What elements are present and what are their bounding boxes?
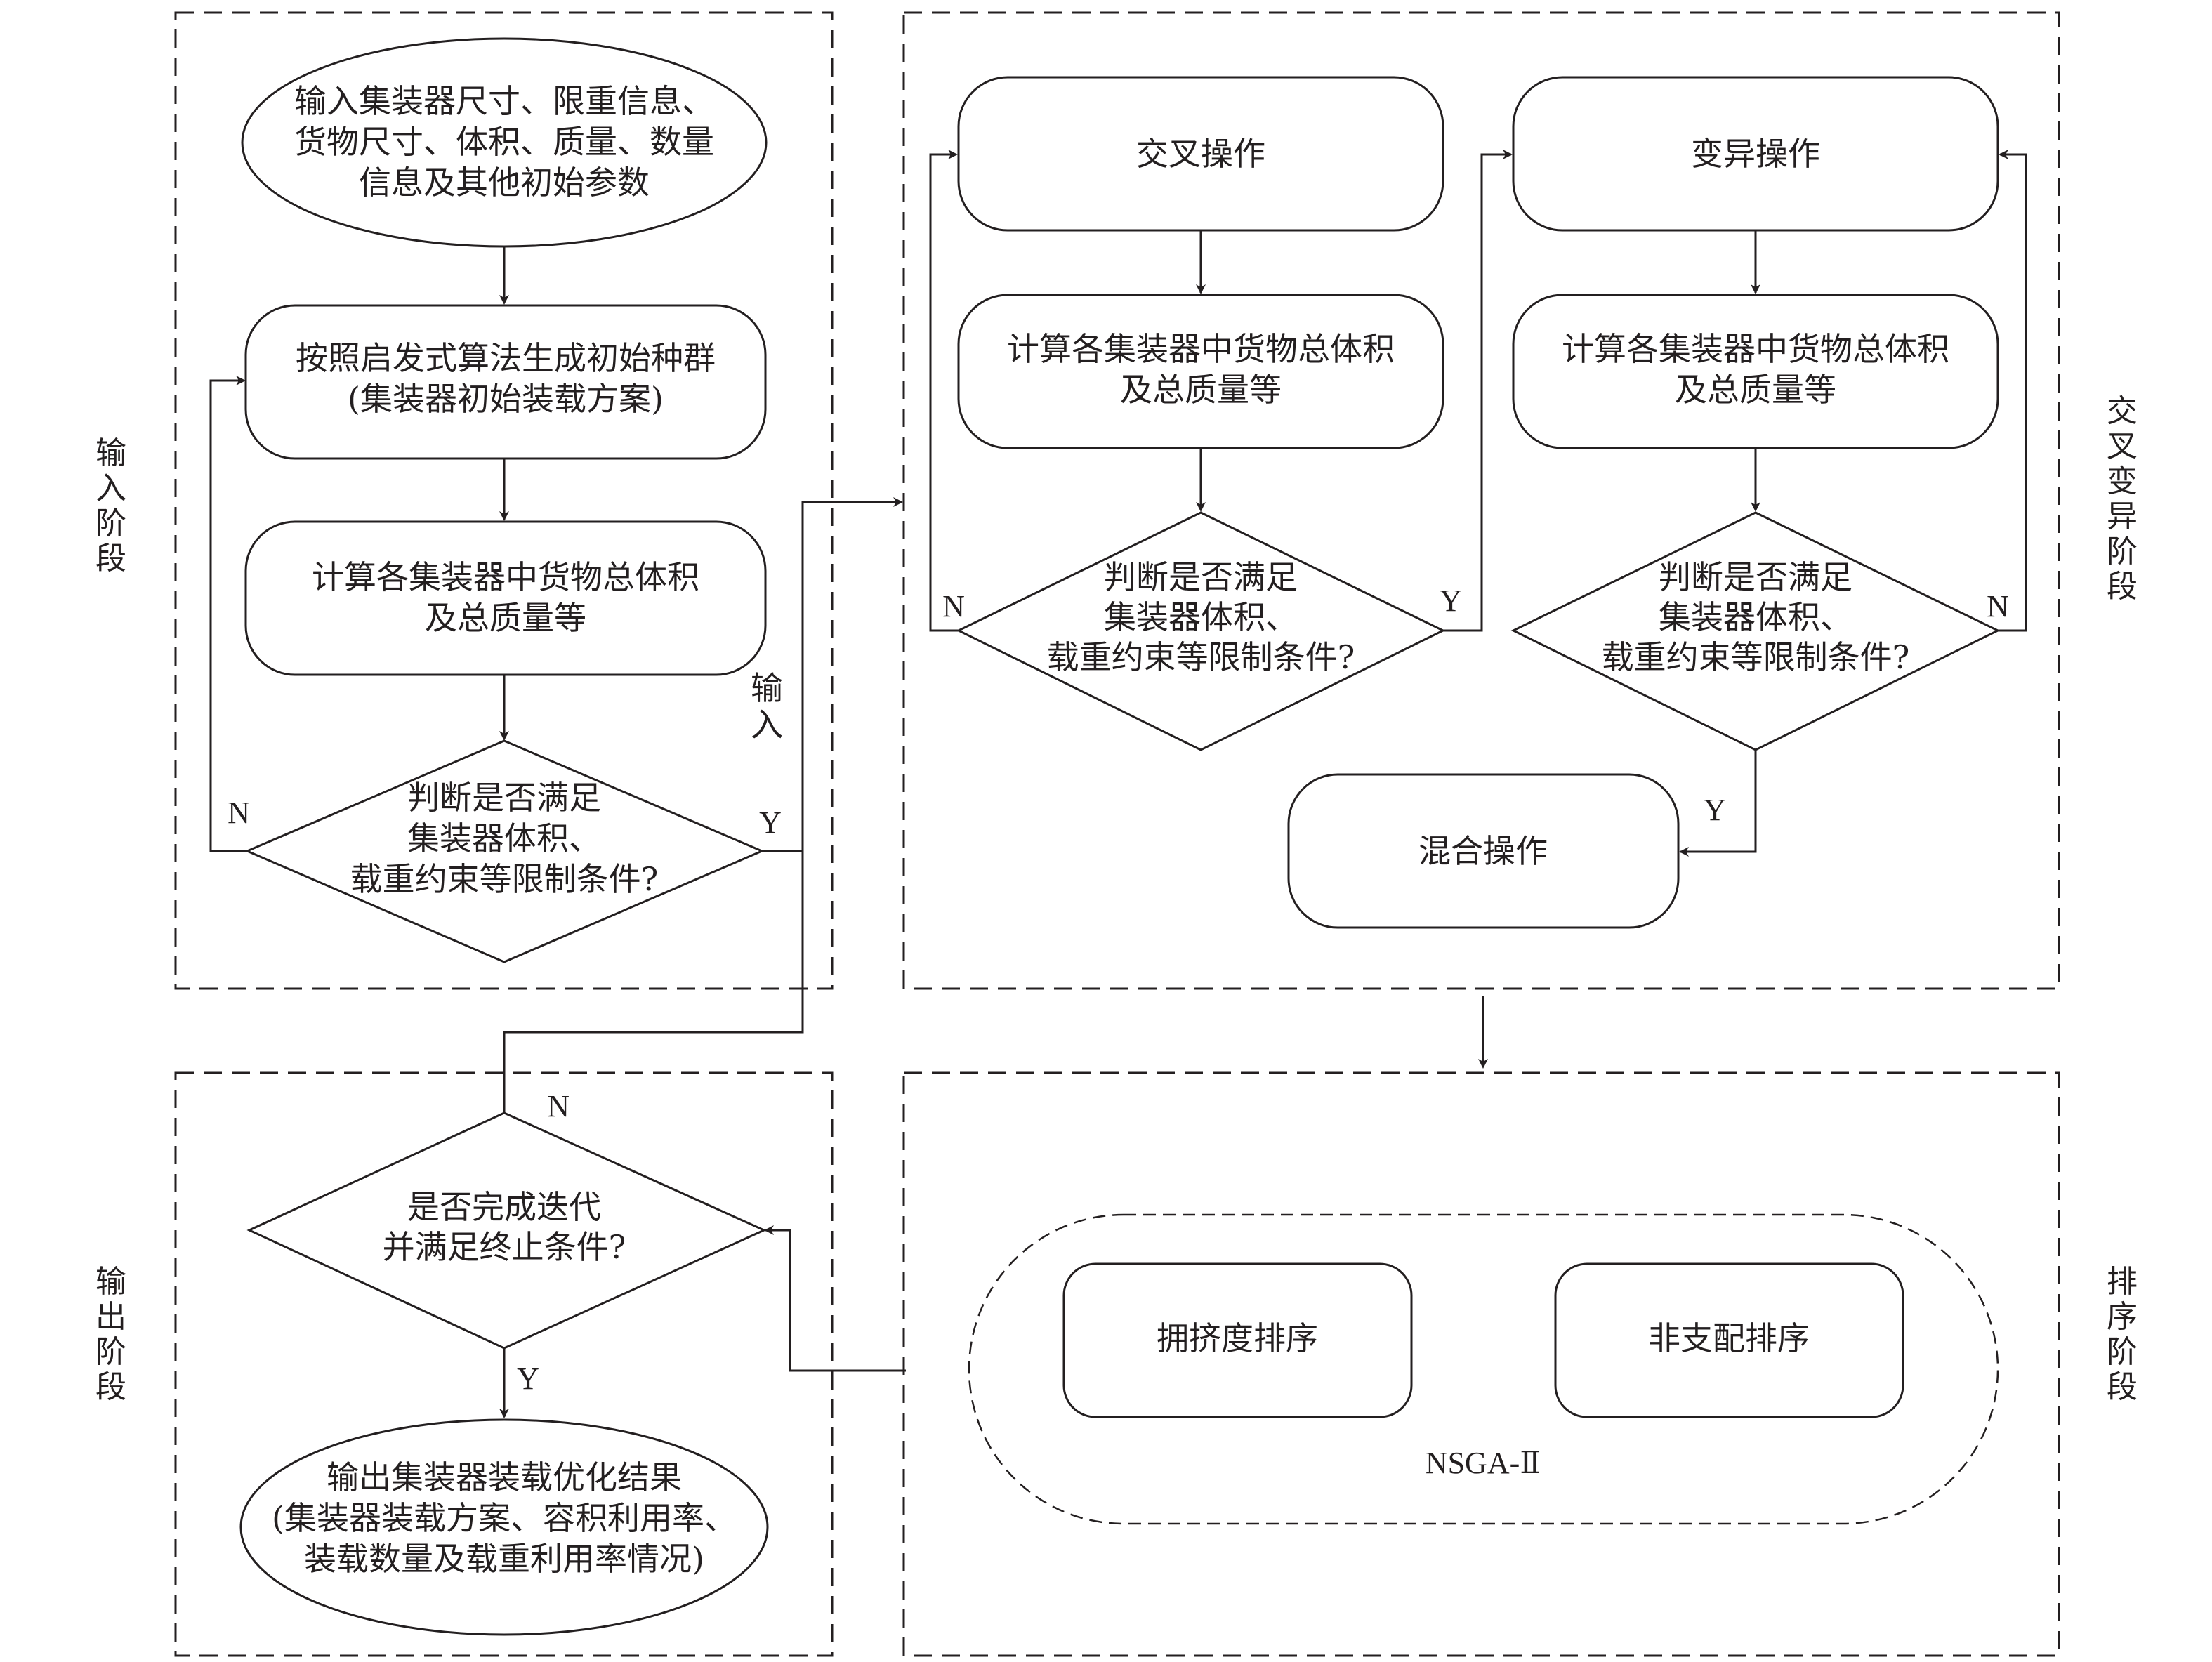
crossover-box: 交叉操作 (957, 76, 1444, 232)
crossover-check-diamond: 判断是否满足 集装器体积、 载重约束等限制条件? (956, 511, 1446, 751)
input-label-1: 输 (751, 669, 783, 707)
svg-text:是否完成迭代: 是否完成迭代 (407, 1188, 601, 1226)
svg-text:及总质量等: 及总质量等 (1675, 371, 1836, 409)
svg-text:集装器体积、: 集装器体积、 (407, 819, 601, 857)
svg-text:入: 入 (96, 470, 126, 506)
input-stage-label: 输 入 阶 段 (96, 435, 126, 576)
mutation-check-diamond: 判断是否满足 集装器体积、 载重约束等限制条件? (1510, 511, 2001, 751)
nsga-container (968, 1213, 1999, 1525)
output-stage-label: 输 出 阶 段 (96, 1264, 126, 1405)
crossover-stage-frame (902, 11, 2060, 990)
svg-text:交叉操作: 交叉操作 (1136, 135, 1265, 173)
crossover-no-label: N (942, 589, 965, 624)
svg-text:变异操作: 变异操作 (1691, 135, 1820, 173)
svg-text:异: 异 (2107, 499, 2138, 534)
svg-text:集装器体积、: 集装器体积、 (1659, 598, 1852, 636)
svg-text:输: 输 (96, 435, 126, 471)
svg-text:(集装器初始装载方案): (集装器初始装载方案) (348, 380, 664, 418)
svg-text:计算各集装器中货物总体积: 计算各集装器中货物总体积 (1007, 330, 1395, 368)
svg-text:计算各集装器中货物总体积: 计算各集装器中货物总体积 (312, 558, 699, 596)
svg-text:货物尺寸、体积、质量、数量: 货物尺寸、体积、质量、数量 (294, 123, 714, 161)
svg-text:段: 段 (96, 541, 126, 576)
svg-text:信息及其他初始参数: 信息及其他初始参数 (359, 164, 650, 202)
svg-text:叉: 叉 (2107, 428, 2138, 464)
svg-text:判断是否满足: 判断是否满足 (1659, 558, 1852, 596)
svg-text:输出集装器装载优化结果: 输出集装器装载优化结果 (327, 1458, 682, 1496)
input-check-diamond: 判断是否满足 集装器体积、 载重约束等限制条件? (244, 739, 765, 963)
svg-text:出: 出 (96, 1299, 126, 1335)
mutation-no-label: N (1987, 589, 2009, 624)
arrow-crossover-no-loop (929, 150, 959, 632)
svg-text:变: 变 (2107, 463, 2138, 499)
output-no-label: N (547, 1089, 570, 1123)
init-population-box: 按照启发式算法生成初始种群 (集装器初始装载方案) (244, 304, 767, 460)
svg-text:非支配排序: 非支配排序 (1648, 1319, 1810, 1357)
svg-text:装载数量及载重利用率情况): 装载数量及载重利用率情况) (304, 1540, 704, 1578)
sorting-stage-frame (902, 1071, 2060, 1657)
output-yes-label: Y (517, 1361, 539, 1396)
nondominated-sort-box: 非支配排序 (1554, 1262, 1904, 1418)
svg-text:输入集装器尺寸、限重信息、: 输入集装器尺寸、限重信息、 (294, 82, 714, 120)
svg-text:序: 序 (2107, 1299, 2138, 1335)
output-check-diamond: 是否完成迭代 并满足终止条件? (246, 1112, 767, 1350)
svg-text:判断是否满足: 判断是否满足 (1104, 558, 1298, 596)
mix-box: 混合操作 (1287, 773, 1680, 929)
input-label-2: 入 (751, 706, 783, 744)
result-ellipse: 输出集装器装载优化结果 (集装器装载方案、容积利用率、 装载数量及载重利用率情况… (239, 1418, 769, 1636)
crossover-calc-box: 计算各集装器中货物总体积 及总质量等 (957, 294, 1444, 449)
arrow-crossover-yes-to-mutation (1443, 150, 1513, 632)
start-ellipse: 输入集装器尺寸、限重信息、 货物尺寸、体积、质量、数量 信息及其他初始参数 (241, 37, 768, 248)
svg-text:按照启发式算法生成初始种群: 按照启发式算法生成初始种群 (296, 339, 716, 377)
svg-text:集装器体积、: 集装器体积、 (1104, 598, 1298, 636)
svg-text:段: 段 (96, 1369, 126, 1405)
svg-text:混合操作: 混合操作 (1418, 832, 1548, 870)
arrow-mutation-yes-to-mix (1679, 750, 1757, 857)
svg-text:计算各集装器中货物总体积: 计算各集装器中货物总体积 (1562, 330, 1949, 368)
svg-text:阶: 阶 (96, 1334, 126, 1370)
svg-text:段: 段 (2107, 569, 2138, 605)
svg-text:判断是否满足: 判断是否满足 (407, 779, 601, 817)
arrow-mutation-no-loop (1998, 150, 2027, 632)
svg-text:阶: 阶 (2107, 1334, 2138, 1370)
svg-text:(集装器装载方案、容积利用率、: (集装器装载方案、容积利用率、 (272, 1499, 737, 1537)
mutation-yes-label: Y (1704, 793, 1726, 827)
svg-text:段: 段 (2107, 1369, 2138, 1405)
svg-text:拥挤度排序: 拥挤度排序 (1157, 1319, 1318, 1357)
arrow-input-no-loop (209, 376, 247, 852)
input-yes-label: Y (759, 805, 782, 840)
svg-text:并满足终止条件?: 并满足终止条件? (383, 1228, 626, 1266)
crossover-yes-label: Y (1440, 583, 1462, 618)
svg-text:阶: 阶 (2107, 534, 2138, 569)
svg-text:及总质量等: 及总质量等 (1120, 371, 1282, 409)
input-no-label: N (228, 796, 250, 830)
crowding-sort-box: 拥挤度排序 (1062, 1262, 1413, 1418)
svg-text:载重约束等限制条件?: 载重约束等限制条件? (1602, 638, 1910, 676)
crossover-mutation-stage-label: 交 叉 变 异 阶 段 (2107, 393, 2138, 605)
mutation-box: 变异操作 (1512, 76, 1999, 232)
svg-text:输: 输 (96, 1264, 126, 1300)
svg-text:交: 交 (2107, 393, 2138, 429)
arrow-output-no-loop (503, 851, 804, 1113)
nsga-label: NSGA-Ⅱ (1426, 1446, 1541, 1480)
arrow-sorting-to-output (764, 1225, 906, 1372)
svg-text:阶: 阶 (96, 506, 126, 541)
mutation-calc-box: 计算各集装器中货物总体积 及总质量等 (1512, 294, 1999, 449)
svg-text:排: 排 (2107, 1264, 2138, 1300)
arrow-input-yes-to-crossover (762, 497, 903, 852)
input-calc-box: 计算各集装器中货物总体积 及总质量等 (244, 520, 767, 676)
sorting-stage-label: 排 序 阶 段 (2107, 1264, 2138, 1405)
svg-text:及总质量等: 及总质量等 (425, 599, 586, 637)
svg-text:载重约束等限制条件?: 载重约束等限制条件? (1047, 638, 1355, 676)
svg-text:载重约束等限制条件?: 载重约束等限制条件? (350, 860, 659, 898)
